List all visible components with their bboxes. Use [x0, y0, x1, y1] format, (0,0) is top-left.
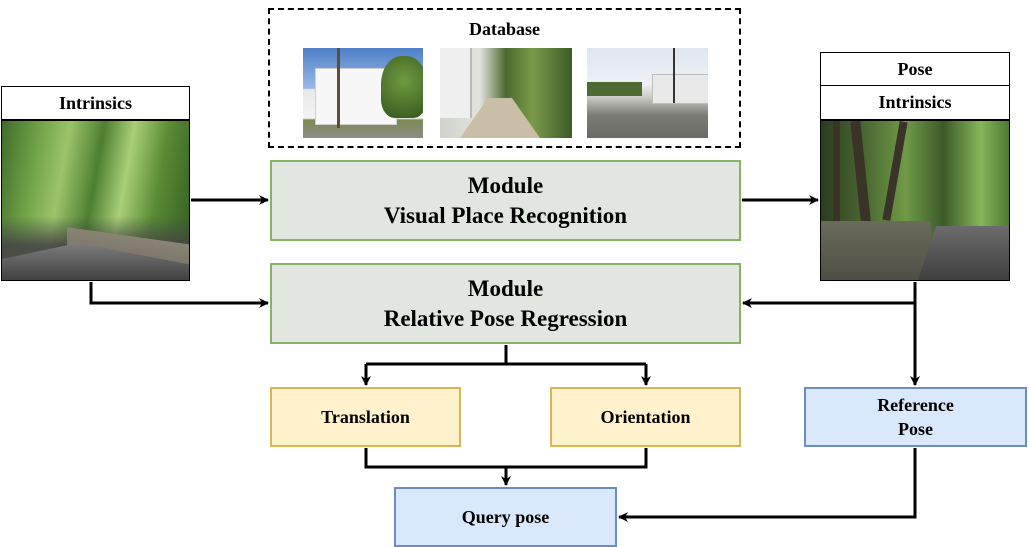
- retrieved-image-wall: [821, 221, 931, 280]
- database-frame: Database: [268, 8, 741, 148]
- orientation-box: Orientation: [550, 387, 741, 447]
- rpr-module: Module Relative Pose Regression: [270, 263, 741, 344]
- arrow-reference-to-query: [618, 448, 917, 522]
- warehouse-shape: [652, 74, 708, 104]
- vpr-module-line1: Module: [467, 172, 544, 198]
- translation-box: Translation: [270, 387, 461, 447]
- database-title: Database: [469, 19, 540, 39]
- reference-pose-line1: Reference: [877, 395, 954, 415]
- right-pose-label: Pose: [820, 52, 1010, 86]
- pole-shape: [673, 48, 675, 103]
- arrow-merge: [364, 448, 648, 469]
- database-image-parking-lot: [587, 48, 708, 138]
- right-pose-text: Pose: [897, 58, 933, 79]
- tree-shape: [381, 56, 423, 118]
- arrow-retrieved-to-rpr: [742, 282, 917, 308]
- reference-pose-box: Reference Pose: [804, 387, 1027, 447]
- left-intrinsics-text: Intrinsics: [58, 92, 132, 113]
- query-pose-box: Query pose: [394, 487, 617, 547]
- trees-shape: [587, 82, 642, 96]
- query-image: [1, 120, 190, 281]
- arrow-query-to-rpr: [89, 282, 269, 308]
- database-image-alley: [440, 48, 572, 138]
- query-pose-text: Query pose: [461, 507, 550, 527]
- rpr-module-line1: Module: [467, 275, 544, 301]
- vpr-module: Module Visual Place Recognition: [270, 160, 741, 241]
- right-intrinsics-label: Intrinsics: [820, 85, 1010, 120]
- arrow-rpr-split: [366, 345, 646, 366]
- pole-shape: [337, 48, 340, 128]
- right-intrinsics-text: Intrinsics: [878, 92, 952, 112]
- vpr-module-line2: Visual Place Recognition: [383, 202, 628, 228]
- tree-trunk: [833, 121, 840, 221]
- rpr-module-line2: Relative Pose Regression: [383, 305, 628, 331]
- database-image-building: [303, 48, 423, 138]
- left-intrinsics-label: Intrinsics: [1, 86, 190, 120]
- house-shape: [440, 48, 472, 118]
- orientation-text: Orientation: [600, 406, 691, 427]
- retrieved-image: [820, 120, 1010, 281]
- translation-text: Translation: [321, 406, 410, 427]
- reference-pose-line2: Pose: [898, 419, 933, 439]
